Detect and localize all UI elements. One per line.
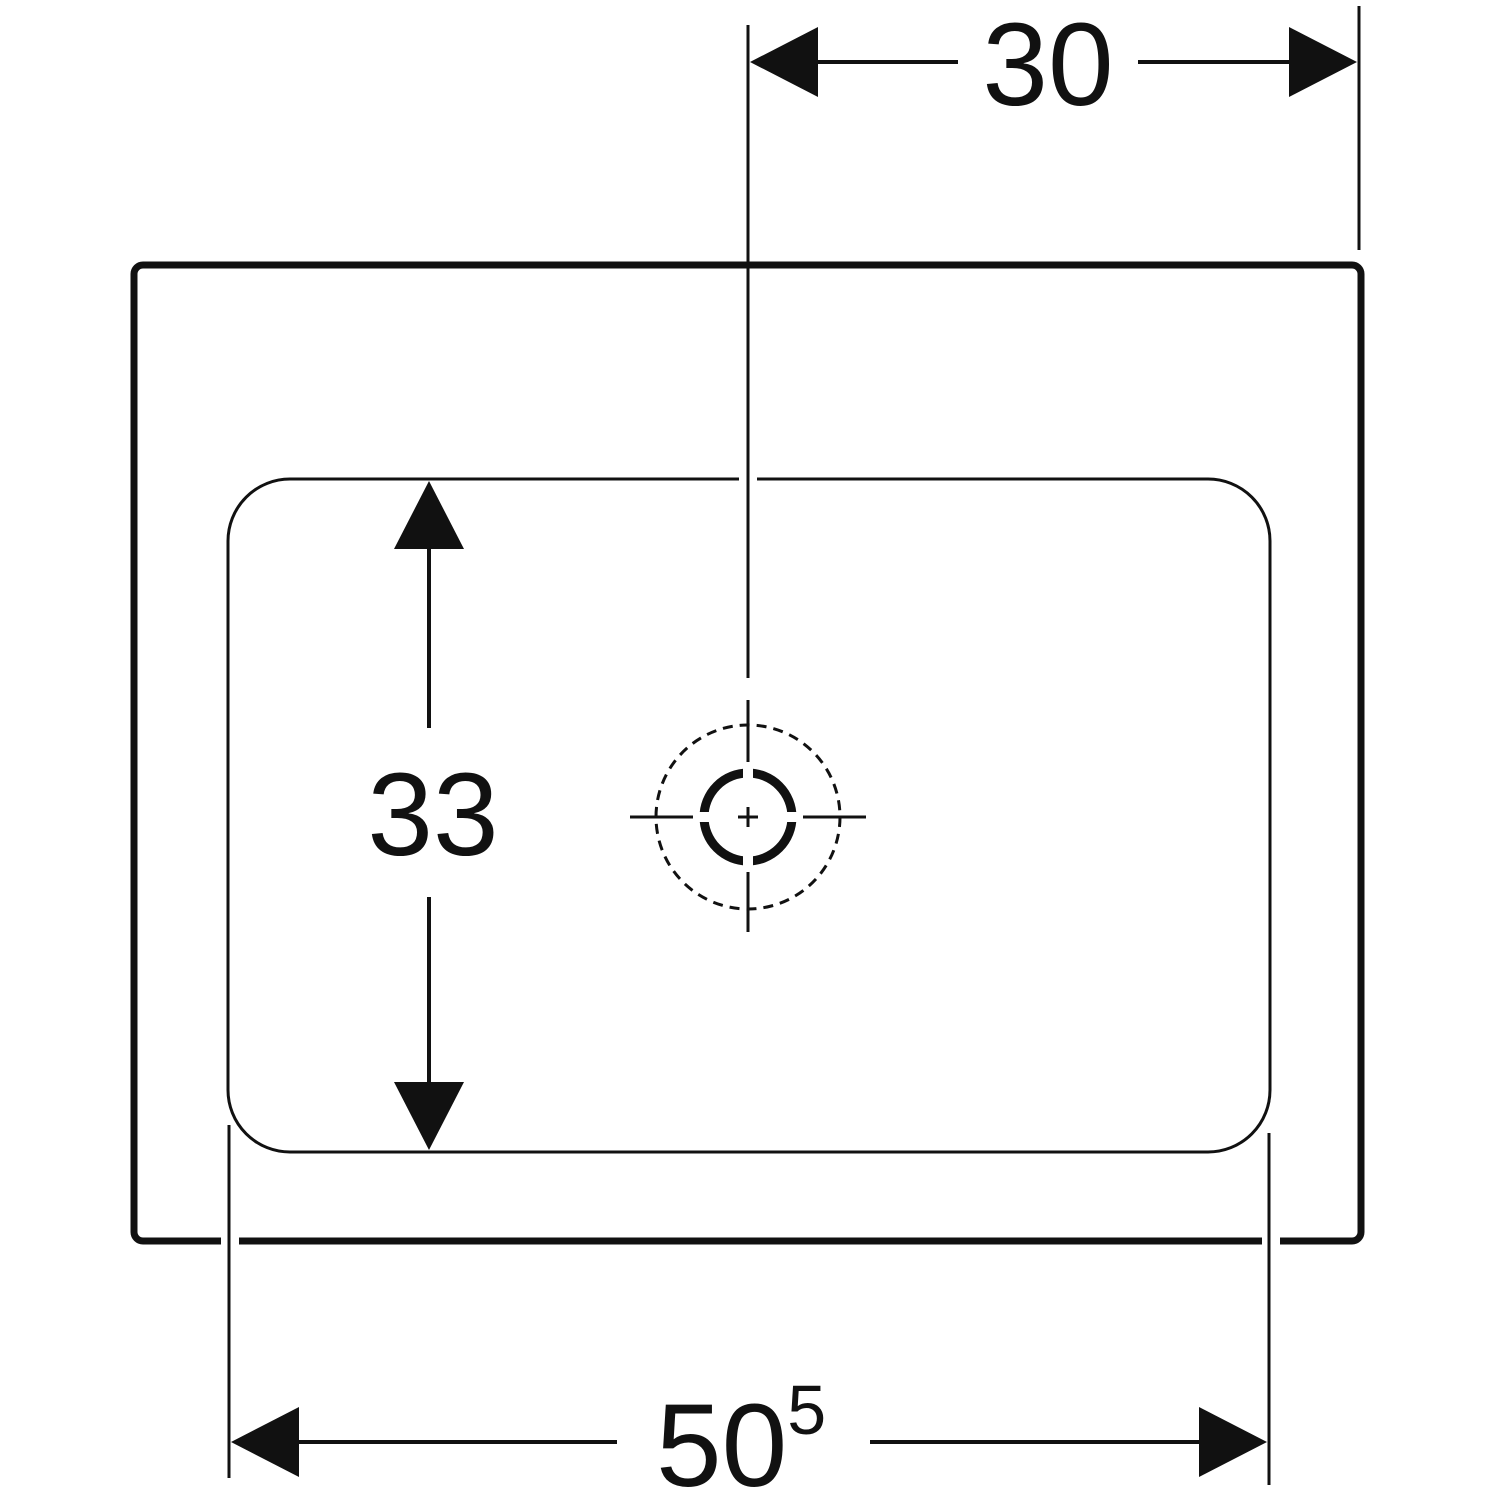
depth-dimension: 33 [367, 481, 499, 1150]
depth-arrow-top [394, 481, 464, 549]
bottom-dimension: 505 [227, 1125, 1271, 1500]
bottom-dimension-label: 505 [656, 1371, 826, 1500]
depth-arrow-bottom [394, 1082, 464, 1150]
drain-ring-gap-bottom [743, 852, 753, 870]
drain-inner-ring-ne [747, 768, 797, 818]
drain-crosshair-icon [630, 700, 866, 932]
bottom-arrow-right [1199, 1407, 1267, 1477]
top-dimension-label: 30 [982, 0, 1113, 131]
bottom-dimension-main: 50 [656, 1380, 787, 1500]
top-arrow-left [750, 27, 818, 97]
bottom-arrow-left [231, 1407, 299, 1477]
drain-inner-ring-se [747, 816, 797, 866]
drain-ring-gap-left [695, 812, 713, 822]
drain-ring-gap-right [783, 812, 801, 822]
bottom-dimension-superscript: 5 [787, 1371, 826, 1449]
drain-inner-ring-sw [699, 816, 749, 866]
top-arrow-right [1289, 27, 1357, 97]
drain-ring-gap-top [743, 764, 753, 782]
top-dimension: 30 [746, 0, 1361, 678]
drain-inner-ring-nw [699, 768, 749, 818]
outline-gap-right [1262, 1234, 1280, 1248]
depth-dimension-label: 33 [367, 749, 498, 881]
